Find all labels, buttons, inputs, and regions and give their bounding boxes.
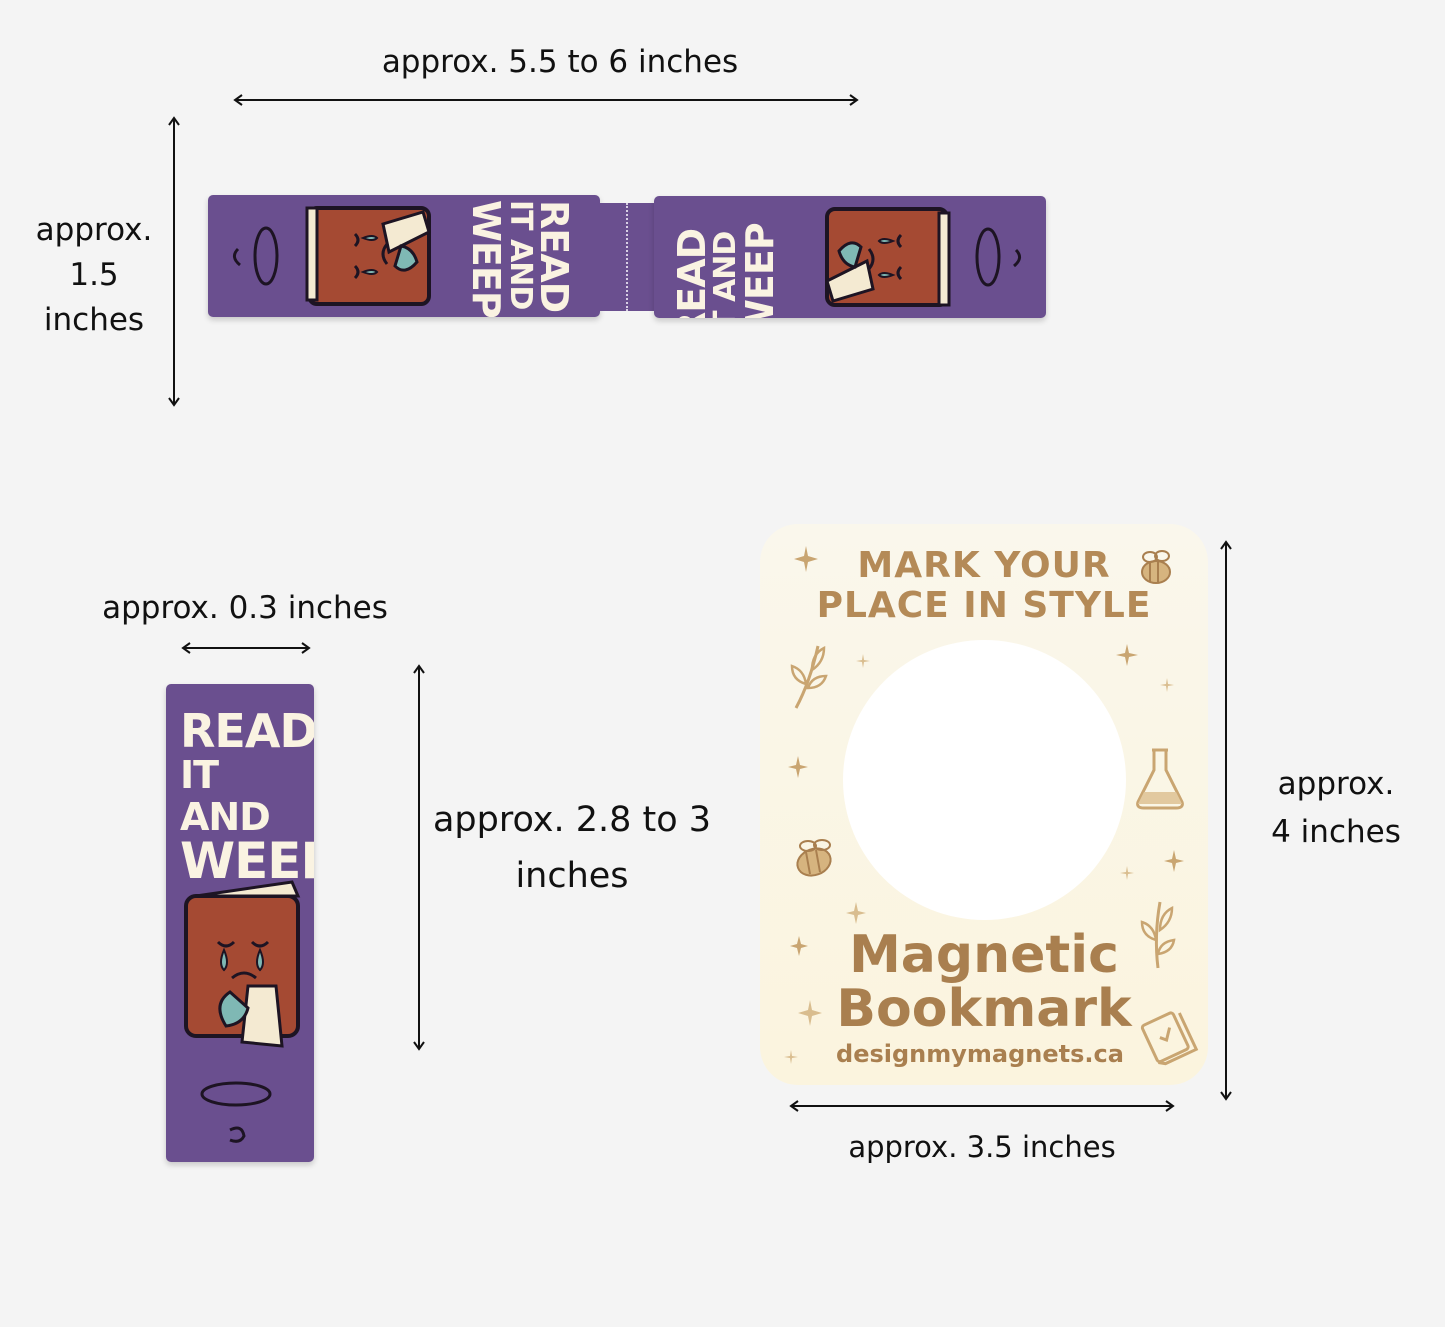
title-line-weep: WEEP <box>180 832 314 890</box>
card-title-line2: Bookmark <box>836 979 1132 1039</box>
card-height-line2: 4 inches <box>1271 814 1401 850</box>
sparkle-icon <box>784 1050 798 1064</box>
sparkle-icon <box>790 936 808 956</box>
sparkle-icon <box>1164 850 1184 872</box>
closed-bookmark: READ IT AND WEEP <box>166 684 314 1162</box>
closed-bookmark-title: READ IT AND WEEP <box>180 704 314 890</box>
title-line-read: READ <box>670 228 714 318</box>
open-bookmark-title-left: READ IT AND WEEP <box>458 195 584 317</box>
closed-height-line1: approx. 2.8 to 3 <box>432 800 712 840</box>
sparkle-icon <box>798 1000 822 1026</box>
strip-width-arrow <box>233 94 859 106</box>
sparkle-icon <box>846 902 866 924</box>
sparkle-icon <box>788 756 808 778</box>
leaf-sprig-icon <box>1140 901 1176 969</box>
swirl-icon <box>233 226 279 286</box>
sparkle-icon <box>794 546 818 572</box>
packaging-card: MARK YOUR PLACE IN STYLE Magnetic Bookma… <box>760 524 1208 1085</box>
strip-height-arrow <box>168 116 180 407</box>
strip-height-label: approx. 1.5 inches <box>20 208 168 343</box>
closed-height-arrow <box>413 664 425 1051</box>
card-height-label: approx. 4 inches <box>1256 760 1416 856</box>
open-bookmark-right-panel: READ IT AND WEEP <box>654 196 1046 318</box>
closed-height-line2: inches <box>515 856 629 896</box>
card-header-line2: PLACE IN STYLE <box>816 585 1152 626</box>
card-width-label: approx. 3.5 inches <box>848 1130 1116 1164</box>
card-height-arrow <box>1220 540 1232 1101</box>
sparkle-icon <box>1160 678 1174 692</box>
title-line-it-and: IT AND <box>503 200 538 310</box>
swirl-icon <box>200 1081 272 1143</box>
card-height-line1: approx. <box>1277 766 1395 802</box>
strip-height-line3: inches <box>43 301 145 338</box>
bookmark-window <box>843 640 1126 920</box>
closed-height-label: approx. 2.8 to 3 inches <box>430 792 714 904</box>
strip-height-line1: approx. <box>35 212 153 248</box>
title-line-weep: WEEP <box>738 223 782 318</box>
sparkle-icon <box>1120 866 1134 880</box>
crying-book-icon <box>184 880 301 1048</box>
sparkle-icon <box>1116 644 1138 666</box>
closed-width-label: approx. 0.3 inches <box>102 590 388 626</box>
crying-book-icon <box>305 206 431 306</box>
card-width-arrow <box>789 1100 1175 1112</box>
open-bookmark-title-right: READ IT AND WEEP <box>664 196 790 318</box>
open-bookmark-left-panel: READ IT AND WEEP <box>208 195 600 317</box>
bee-icon <box>796 839 832 877</box>
card-header-line1: MARK YOUR <box>857 545 1111 586</box>
crying-book-icon <box>825 207 951 307</box>
card-url: designmymagnets.ca <box>836 1040 1124 1068</box>
strip-fold <box>598 203 656 311</box>
leaf-sprig-icon <box>790 645 828 709</box>
closed-width-arrow <box>181 642 311 654</box>
strip-width-label: approx. 5.5 to 6 inches <box>381 44 739 80</box>
card-title-line1: Magnetic <box>849 925 1119 985</box>
book-heart-icon <box>1140 1011 1199 1066</box>
title-line-read: READ <box>532 200 576 313</box>
title-line-it-and: IT AND <box>180 753 271 839</box>
flask-icon <box>1136 748 1184 810</box>
bee-icon <box>1141 550 1171 584</box>
card-header: MARK YOUR PLACE IN STYLE <box>760 546 1208 626</box>
sparkle-icon <box>856 654 870 668</box>
title-line-read: READ <box>180 704 314 758</box>
card-title: Magnetic Bookmark <box>760 928 1208 1036</box>
swirl-icon <box>975 227 1021 287</box>
strip-height-line2: 1.5 <box>69 256 119 293</box>
title-line-weep: WEEP <box>464 200 508 317</box>
